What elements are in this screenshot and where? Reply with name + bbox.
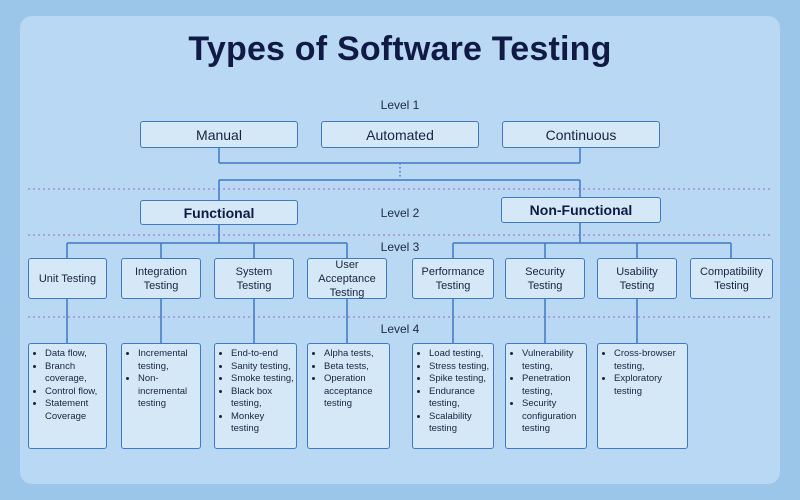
list-item: Statement Coverage [45,398,104,423]
list-item: Load testing, [429,348,491,361]
node-usability-testing: Usability Testing [597,258,677,299]
list-item: Spike testing, [429,373,491,386]
list-item: Beta tests, [324,361,387,374]
list-item: Smoke testing, [231,373,294,386]
list-item: Security configuration testing [522,398,584,436]
list-security-testing: Vulnerability testing, Penetration testi… [505,343,587,449]
node-functional: Functional [140,200,298,225]
node-performance-testing: Performance Testing [412,258,494,299]
page-title: Types of Software Testing [188,30,612,68]
node-system-testing: System Testing [214,258,294,299]
node-continuous: Continuous [502,121,660,148]
node-compatibility-testing: Compatibility Testing [690,258,773,299]
list-item: End-to-end [231,348,294,361]
node-unit-testing: Unit Testing [28,258,107,299]
list-item: Endurance testing, [429,386,491,411]
node-automated: Automated [321,121,479,148]
list-integration-testing: Incremental testing, Non-incremental tes… [121,343,201,449]
node-manual: Manual [140,121,298,148]
list-item: Non-incremental testing [138,373,198,411]
node-user-acceptance-testing: User Acceptance Testing [307,258,387,299]
list-item: Sanity testing, [231,361,294,374]
list-item: Branch coverage, [45,361,104,386]
list-item: Stress testing, [429,361,491,374]
list-item: Vulnerability testing, [522,348,584,373]
list-unit-testing: Data flow, Branch coverage, Control flow… [28,343,107,449]
list-item: Alpha tests, [324,348,387,361]
level-3-label: Level 3 [380,240,420,254]
list-item: Scalability testing [429,411,491,436]
list-item: Control flow, [45,386,104,399]
list-user-acceptance-testing: Alpha tests, Beta tests, Operation accep… [307,343,390,449]
node-security-testing: Security Testing [505,258,585,299]
node-non-functional: Non-Functional [501,197,661,223]
list-item: Operation acceptance testing [324,373,387,411]
level-1-label: Level 1 [380,98,420,112]
level-2-label: Level 2 [380,206,420,220]
list-item: Exploratory testing [614,373,685,398]
list-item: Data flow, [45,348,104,361]
list-system-testing: End-to-end Sanity testing, Smoke testing… [214,343,297,449]
level-4-label: Level 4 [380,322,420,336]
list-performance-testing: Load testing, Stress testing, Spike test… [412,343,494,449]
node-integration-testing: Integration Testing [121,258,201,299]
list-item: Black box testing, [231,386,294,411]
list-item: Cross-browser testing, [614,348,685,373]
list-item: Monkey testing [231,411,294,436]
list-item: Incremental testing, [138,348,198,373]
list-usability-testing: Cross-browser testing, Exploratory testi… [597,343,688,449]
list-item: Penetration testing, [522,373,584,398]
